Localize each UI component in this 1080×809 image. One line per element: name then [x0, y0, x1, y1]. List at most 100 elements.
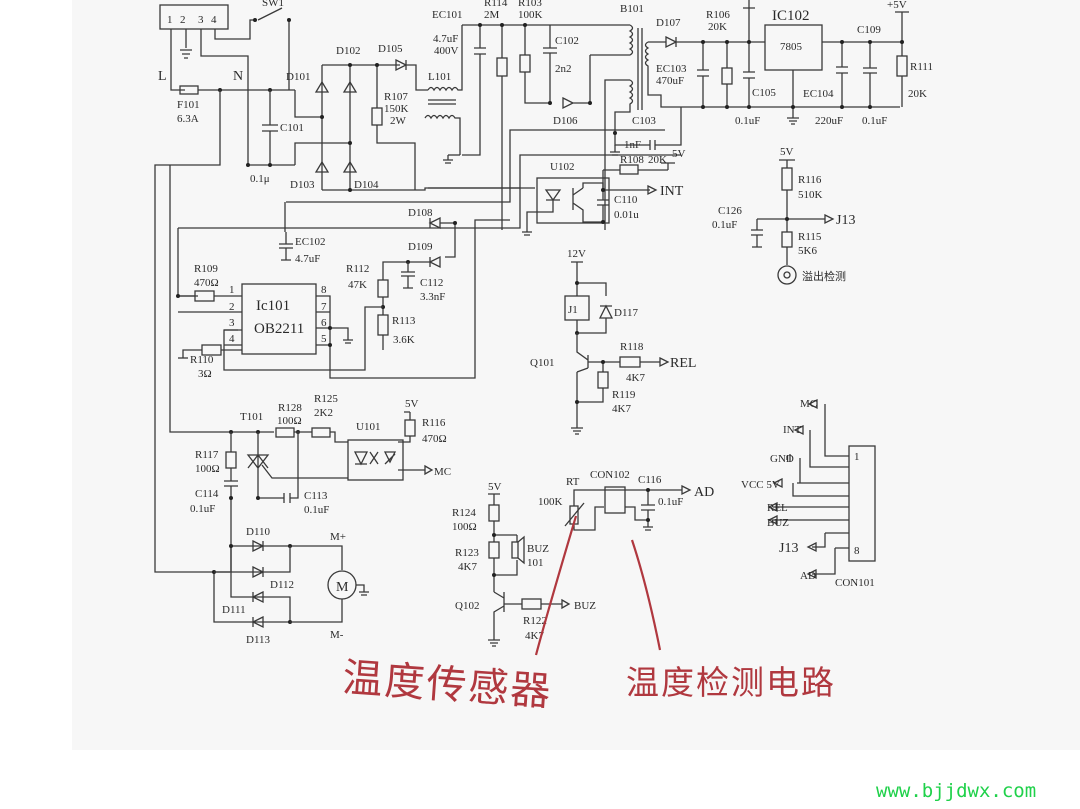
svg-text:0.1uF: 0.1uF [712, 219, 737, 231]
buzzer-section: 5V R124 100Ω R123 4K7 BUZ 101 Q102 R122 … [452, 481, 596, 647]
svg-text:C105: C105 [752, 87, 776, 99]
svg-text:R124: R124 [452, 507, 476, 519]
svg-text:3Ω: 3Ω [198, 368, 212, 380]
con101-signal-mc: MC [800, 398, 817, 410]
temperature-sensor: RT 100K CON102 C116 0.1uF AD [538, 469, 714, 531]
relay-driver: 12V J1 D117 Q101 R119 4K7 R118 4K7 REL [530, 248, 696, 435]
svg-text:R116: R116 [422, 417, 446, 429]
svg-text:5V: 5V [672, 148, 686, 160]
svg-text:D104: D104 [354, 179, 379, 191]
svg-text:EC104: EC104 [803, 88, 834, 100]
input-pin-2: 2 [180, 14, 186, 26]
svg-text:R118: R118 [620, 341, 644, 353]
svg-text:0.1uF: 0.1uF [862, 115, 887, 127]
svg-text:5: 5 [321, 333, 327, 345]
con101-signal-rel: REL [767, 502, 788, 514]
svg-text:EC103: EC103 [656, 63, 687, 75]
svg-text:12V: 12V [567, 248, 586, 260]
svg-text:IC102: IC102 [772, 8, 810, 24]
overflow-detect-label: 溢出检测 [802, 269, 846, 283]
svg-text:F101: F101 [177, 99, 200, 111]
svg-text:C113: C113 [304, 490, 328, 502]
svg-text:C116: C116 [638, 474, 662, 486]
ground-icon [522, 231, 532, 236]
svg-text:R111: R111 [910, 61, 933, 73]
svg-text:D111: D111 [222, 604, 246, 616]
svg-text:M-: M- [330, 629, 344, 641]
svg-text:D105: D105 [378, 43, 403, 55]
neutral-label: N [233, 69, 243, 84]
controller-IC101: D108 D109 C112 3.3nF R112 47K R113 3.6K … [176, 207, 510, 380]
svg-text:Q102: Q102 [455, 600, 479, 612]
svg-text:C112: C112 [420, 277, 443, 289]
svg-text:RT: RT [566, 476, 580, 488]
svg-text:R113: R113 [392, 315, 416, 327]
svg-text:4K7: 4K7 [612, 403, 631, 415]
svg-text:47K: 47K [348, 279, 367, 291]
svg-text:0.1μ: 0.1μ [250, 173, 270, 185]
svg-text:2n2: 2n2 [555, 63, 572, 75]
svg-text:OB2211: OB2211 [254, 321, 304, 337]
svg-text:4.7uF: 4.7uF [295, 253, 320, 265]
con101-signal-int: INT [783, 424, 802, 436]
svg-text:D101: D101 [286, 71, 310, 83]
svg-text:8: 8 [854, 545, 860, 557]
svg-text:4.7uF: 4.7uF [433, 33, 458, 45]
svg-text:D108: D108 [408, 207, 433, 219]
fuse-F101: F101 6.3A [177, 85, 295, 125]
svg-text:4K7: 4K7 [626, 372, 645, 384]
svg-text:4: 4 [229, 333, 235, 345]
svg-text:R116: R116 [798, 174, 822, 186]
con101-signal-j13: J13 [779, 541, 798, 556]
svg-text:0.1uF: 0.1uF [735, 115, 760, 127]
svg-text:8: 8 [321, 284, 327, 296]
svg-text:R128: R128 [278, 402, 302, 414]
svg-text:D107: D107 [656, 17, 681, 29]
overflow-detect: 5V R116 510K R115 5K6 C126 0.1uF J13 溢出检… [712, 146, 855, 285]
svg-text:0.1uF: 0.1uF [658, 496, 683, 508]
svg-text:CON102: CON102 [590, 469, 630, 481]
svg-text:R115: R115 [798, 231, 822, 243]
svg-text:D106: D106 [553, 115, 578, 127]
input-pin-3: 3 [198, 14, 204, 26]
ground-icon [443, 155, 453, 164]
int-signal-label: INT [660, 184, 684, 199]
svg-text:R123: R123 [455, 547, 479, 559]
j13-signal-label: J13 [836, 213, 855, 228]
rel-signal-label: REL [670, 356, 696, 371]
svg-text:2K2: 2K2 [314, 407, 333, 419]
svg-text:U101: U101 [356, 421, 380, 433]
svg-text:1nF: 1nF [624, 139, 641, 151]
con101-signal-ad: AD [800, 570, 816, 582]
buz-signal-label: BUZ [574, 600, 596, 612]
svg-text:+5V: +5V [887, 0, 907, 11]
svg-text:R109: R109 [194, 263, 218, 275]
svg-text:3.3nF: 3.3nF [420, 291, 445, 303]
svg-text:0.01u: 0.01u [614, 209, 639, 221]
svg-text:R119: R119 [612, 389, 636, 401]
svg-text:20K: 20K [708, 21, 727, 33]
svg-text:C114: C114 [195, 488, 219, 500]
svg-text:1: 1 [229, 284, 235, 296]
ground-icon [180, 49, 192, 59]
svg-text:D117: D117 [614, 307, 639, 319]
svg-text:2W: 2W [390, 115, 407, 127]
capacitor-C101: C101 0.1μ [246, 90, 304, 185]
svg-text:R106: R106 [706, 9, 730, 21]
svg-text:L101: L101 [428, 71, 451, 83]
input-pin-4: 4 [211, 14, 217, 26]
svg-text:100Ω: 100Ω [195, 463, 220, 475]
svg-text:Ic101: Ic101 [256, 298, 290, 314]
svg-text:C101: C101 [280, 122, 304, 134]
svg-text:0.1uF: 0.1uF [190, 503, 215, 515]
con101-signal-vcc: VCC 5V [741, 479, 780, 491]
svg-text:EC102: EC102 [295, 236, 326, 248]
con101-signal-buz: BUZ [767, 517, 789, 529]
svg-text:R108: R108 [620, 154, 644, 166]
input-connector: 1 2 3 4 SW1 L N [158, 0, 291, 165]
mc-signal-label: MC [434, 466, 451, 478]
svg-text:100K: 100K [538, 496, 563, 508]
svg-text:470Ω: 470Ω [194, 277, 219, 289]
svg-text:M+: M+ [330, 531, 346, 543]
svg-text:C102: C102 [555, 35, 579, 47]
